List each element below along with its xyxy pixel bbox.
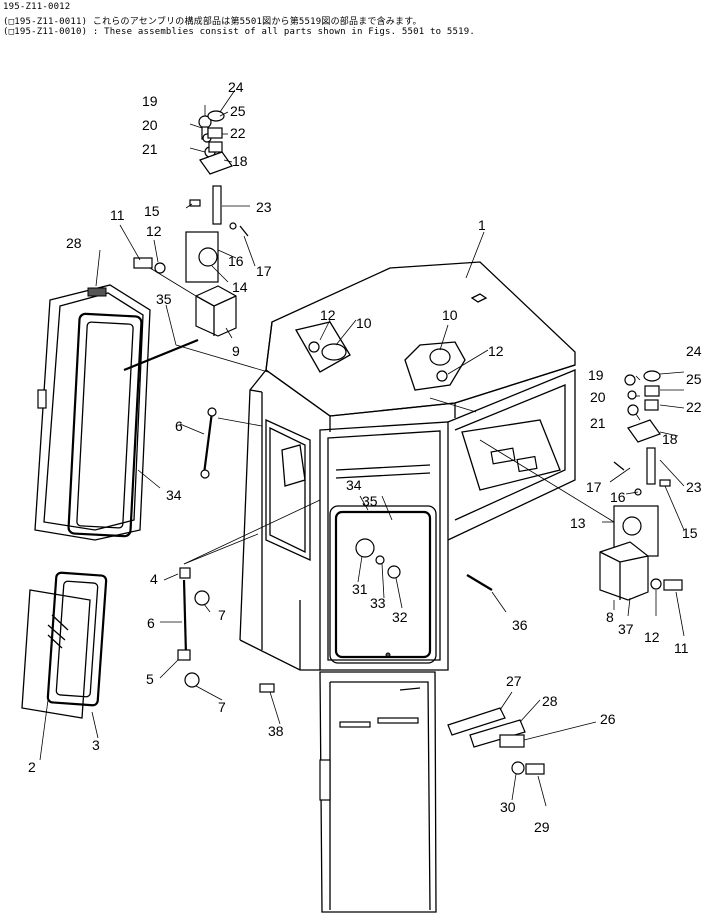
callout-16a: 16 — [228, 253, 244, 269]
callout-9: 9 — [232, 343, 240, 359]
callout-1: 1 — [478, 217, 486, 233]
callout-30: 30 — [500, 799, 516, 815]
callout-37: 37 — [618, 621, 634, 637]
leader-lines — [39, 89, 685, 807]
callout-3: 3 — [92, 737, 100, 753]
callout-2: 2 — [28, 759, 36, 775]
callout-7b: 7 — [218, 699, 226, 715]
callout-17a: 17 — [256, 263, 272, 279]
callout-12d: 12 — [644, 629, 660, 645]
callout-18a: 18 — [232, 153, 248, 169]
callout-29: 29 — [534, 819, 550, 835]
callout-10b: 10 — [442, 307, 458, 323]
callout-23a: 23 — [256, 199, 272, 215]
callout-12a: 12 — [146, 223, 162, 239]
callout-15b: 15 — [682, 525, 698, 541]
callout-11b: 11 — [674, 640, 689, 656]
left-window-glass — [21, 571, 108, 719]
callout-33: 33 — [370, 595, 386, 611]
callout-21a: 21 — [142, 141, 158, 157]
lower-door — [319, 671, 437, 913]
right-hardware-stack — [466, 370, 683, 601]
note-japanese: (□195-Z11-0011) これらのアセンブリの構成部品は第5501図から第… — [3, 17, 422, 27]
callout-20b: 20 — [590, 389, 606, 405]
callout-26: 26 — [600, 711, 616, 727]
callout-25a: 25 — [230, 103, 246, 119]
callout-12c: 12 — [488, 343, 504, 359]
callout-28a: 28 — [66, 235, 82, 251]
lower-right-hardware — [259, 683, 545, 775]
callout-27: 27 — [506, 673, 522, 689]
callout-10a: 10 — [356, 315, 372, 331]
roof-bolts — [295, 321, 466, 391]
callout-16b: 16 — [610, 489, 626, 505]
callout-8: 8 — [606, 609, 614, 625]
callout-6b: 6 — [147, 615, 155, 631]
callout-23b: 23 — [686, 479, 702, 495]
callout-15a: 15 — [144, 203, 160, 219]
callout-31: 31 — [352, 581, 368, 597]
callout-4: 4 — [150, 571, 158, 587]
callout-18b: 18 — [662, 431, 678, 447]
callout-34a: 34 — [166, 487, 182, 503]
cab-body — [239, 261, 576, 671]
callout-34b: 34 — [346, 477, 362, 493]
left-hardware-stack — [123, 110, 249, 479]
callout-36: 36 — [512, 617, 528, 633]
callout-24a: 24 — [228, 79, 244, 95]
callout-7a: 7 — [218, 607, 226, 623]
callout-25b: 25 — [686, 371, 702, 387]
callout-22b: 22 — [686, 399, 702, 415]
callout-32: 32 — [392, 609, 408, 625]
drawing-number: 195-Z11-0012 — [3, 2, 71, 12]
front-window-assembly — [329, 464, 437, 664]
lower-left-hardware — [177, 567, 210, 688]
callout-5: 5 — [146, 671, 154, 687]
callout-19b: 19 — [588, 367, 604, 383]
left-door — [34, 284, 151, 541]
callout-35a: 35 — [156, 291, 172, 307]
callout-38: 38 — [268, 723, 284, 739]
callout-labels: 1 2 3 4 5 6 6 7 7 8 9 10 10 11 11 12 12 … — [28, 79, 702, 835]
callout-35b: 35 — [362, 493, 378, 509]
callout-21b: 21 — [590, 415, 606, 431]
center-hardware — [355, 538, 401, 579]
callout-24b: 24 — [686, 343, 702, 359]
callout-19a: 19 — [142, 93, 158, 109]
callout-20a: 20 — [142, 117, 158, 133]
callout-28b: 28 — [542, 693, 558, 709]
callout-14: 14 — [232, 279, 248, 295]
callout-6a: 6 — [175, 418, 183, 434]
callout-17b: 17 — [586, 479, 602, 495]
callout-11a: 11 — [110, 207, 125, 223]
note-english: (□195-Z11-0010) : These assemblies consi… — [3, 27, 475, 37]
callout-22a: 22 — [230, 125, 246, 141]
callout-12b: 12 — [320, 307, 336, 323]
callout-13: 13 — [570, 515, 586, 531]
